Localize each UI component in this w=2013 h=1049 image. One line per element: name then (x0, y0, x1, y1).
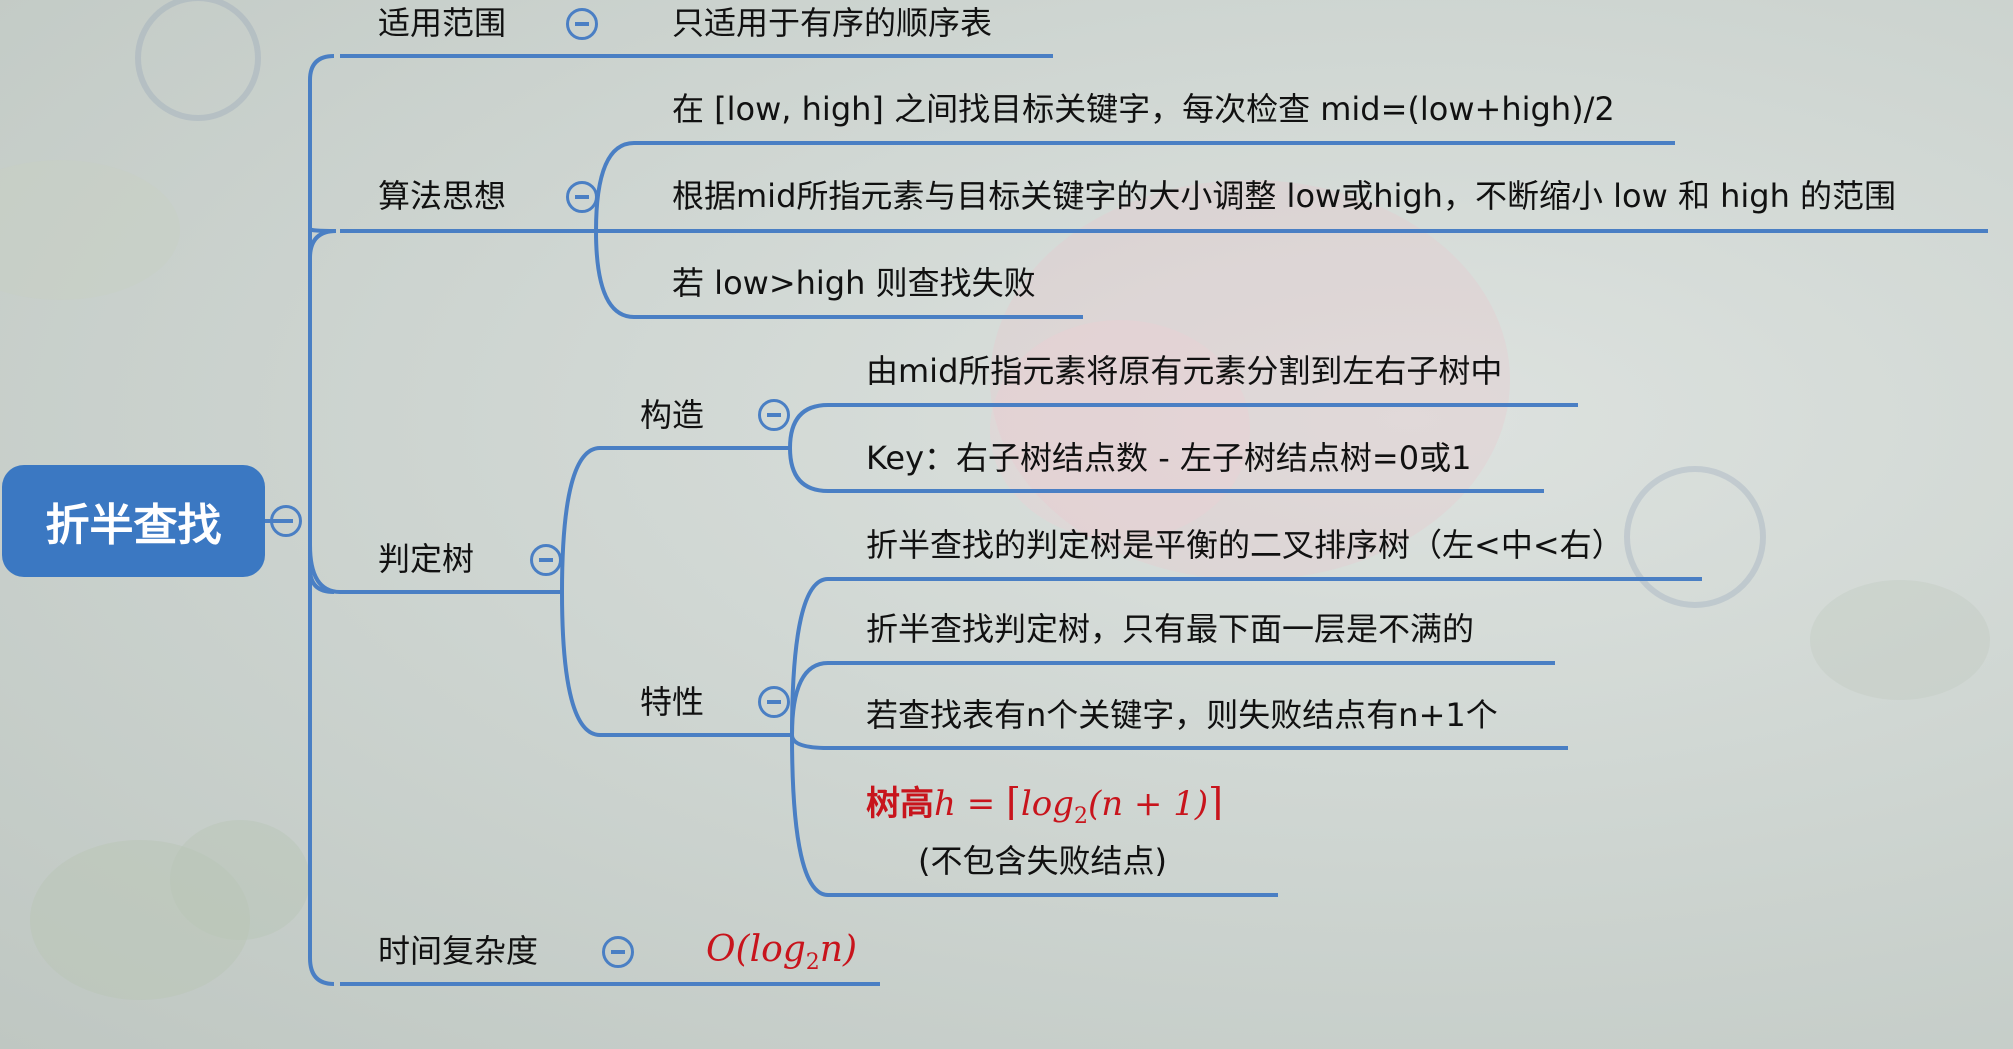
height-prefix: 树高 (866, 784, 934, 824)
formula-n: n) (819, 929, 858, 970)
collapse-icon[interactable] (566, 181, 598, 213)
collapse-icon[interactable] (530, 544, 562, 576)
idea-item-2[interactable]: 根据mid所指元素与目标关键字的大小调整 low或high，不断缩小 low 和… (672, 177, 1897, 215)
props-item-1[interactable]: 折半查找的判定树是平衡的二叉排序树（左<中<右） (866, 526, 1624, 564)
idea-item-3[interactable]: 若 low>high 则查找失败 (672, 264, 1036, 302)
formula-arg: (n + 1) (1087, 784, 1209, 824)
time-formula[interactable]: O(log2n) (706, 927, 857, 986)
collapse-icon[interactable] (270, 505, 302, 537)
root-label: 折半查找 (45, 500, 222, 551)
branch-scope-label[interactable]: 适用范围 (378, 4, 507, 42)
formula-base: 2 (1073, 803, 1088, 829)
construct-item-1[interactable]: 由mid所指元素将原有元素分割到左右子树中 (866, 352, 1503, 390)
formula-lceil: ⌈ (1006, 780, 1021, 824)
props-item-height-note: (不包含失败结点) (918, 842, 1167, 880)
formula-log: log (1020, 784, 1074, 824)
collapse-icon[interactable] (758, 399, 790, 431)
formula-rceil: ⌉ (1208, 780, 1223, 824)
collapse-icon[interactable] (758, 686, 790, 718)
props-item-2[interactable]: 折半查找判定树，只有最下面一层是不满的 (866, 610, 1475, 648)
branch-tree-label[interactable]: 判定树 (378, 540, 475, 578)
watermark-logo (135, 0, 1766, 608)
scope-item[interactable]: 只适用于有序的顺序表 (672, 4, 993, 42)
formula-log: log (749, 929, 806, 970)
tree-construct-label[interactable]: 构造 (640, 396, 705, 434)
branch-idea-label[interactable]: 算法思想 (378, 177, 507, 215)
tree-props-label[interactable]: 特性 (640, 683, 705, 721)
construct-item-2[interactable]: Key：右子树结点数 - 左子树结点树=0或1 (866, 439, 1472, 477)
collapse-icon[interactable] (602, 936, 634, 968)
formula-eq: = (955, 784, 1007, 824)
props-item-height[interactable]: 树高h = ⌈log2(n + 1)⌉ (866, 780, 1223, 839)
height-formula: h = ⌈log2(n + 1)⌉ (934, 780, 1223, 829)
formula-o: O( (706, 929, 750, 970)
collapse-icon[interactable] (566, 8, 598, 40)
formula-h: h (934, 784, 956, 824)
formula-base: 2 (805, 950, 820, 976)
root-node[interactable]: 折半查找 (2, 465, 265, 577)
idea-item-1[interactable]: 在 [low, high] 之间找目标关键字，每次检查 mid=(low+hig… (672, 90, 1615, 128)
props-item-3[interactable]: 若查找表有n个关键字，则失败结点有n+1个 (866, 696, 1498, 734)
branch-time-label[interactable]: 时间复杂度 (378, 932, 539, 970)
